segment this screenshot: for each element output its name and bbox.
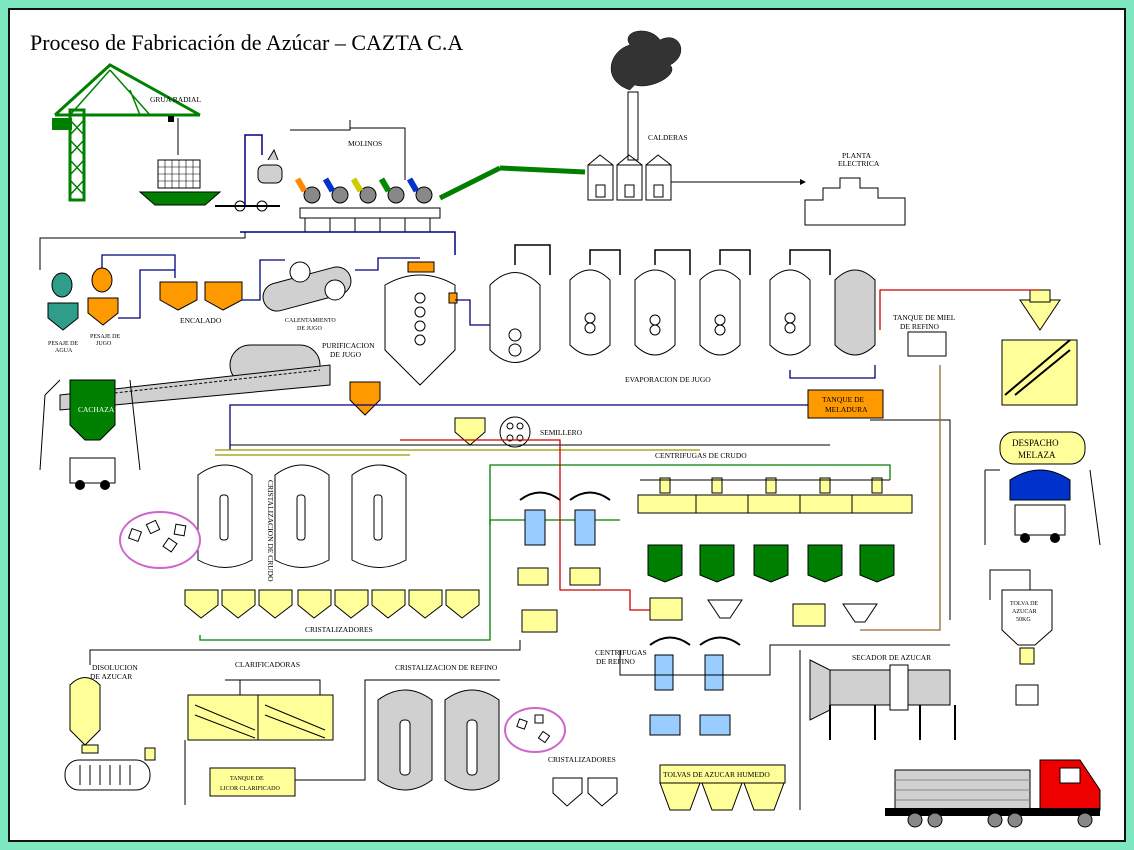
label-tanques-licor1: TANQUE DE <box>230 776 264 782</box>
label-despacho2: MELAZA <box>1018 450 1056 460</box>
label-cristalizacion-crudo: CRISTALIZACION DE CRUDO <box>266 480 275 582</box>
crude-crystallizers: CRISTALIZADORES <box>185 590 479 634</box>
syrup-tank: TANQUE DE MELADURA <box>808 390 883 418</box>
crude-centrifuges: CENTRIFUGAS DE CRUDO <box>638 451 912 626</box>
mills: MOLINOS <box>258 139 440 232</box>
juice-weighing: PESAJE DE JUGO <box>88 268 121 347</box>
juice-heaters: CALENTAMIENTO DE JUGO <box>260 262 354 332</box>
power-plant: PLANTA ELECTRICA <box>805 151 905 225</box>
sugar-dryer: SECADOR DE AZUCAR <box>810 653 955 740</box>
refine-crystallizers: CRISTALIZADORES <box>548 755 617 806</box>
boilers: CALDERAS <box>588 31 688 200</box>
liming-tanks: ENCALADO <box>160 282 242 325</box>
label-cristalizadores-refino: CRISTALIZADORES <box>548 755 616 764</box>
label-calentamiento1: CALENTAMIENTO <box>285 318 336 324</box>
crude-crystallization: CRISTALIZACION DE CRUDO <box>120 465 406 582</box>
evaporators: EVAPORACION DE JUGO <box>490 245 875 384</box>
label-purificacion1: PURIFICACION <box>322 341 375 350</box>
label-meladura1: TANQUE DE <box>822 395 865 404</box>
label-calderas: CALDERAS <box>648 133 688 142</box>
label-secador: SECADOR DE AZUCAR <box>852 653 931 662</box>
label-molinos: MOLINOS <box>348 139 382 148</box>
label-evaporacion: EVAPORACION DE JUGO <box>625 375 711 384</box>
refine-crystallization: CRISTALIZACION DE REFINO <box>378 663 565 790</box>
label-pesaje-jugo2: JUGO <box>96 341 112 347</box>
molasses-dispatch: DESPACHO MELAZA <box>985 290 1100 545</box>
label-encalado: ENCALADO <box>180 316 222 325</box>
crude-centrifuges-small <box>518 493 610 633</box>
label-grua: GRUA RADIAL <box>150 95 201 104</box>
label-disolucion2: DE AZUCAR <box>90 672 132 681</box>
radial-crane: GRUA RADIAL <box>52 65 220 205</box>
label-cachaza: CACHAZA <box>78 405 115 414</box>
label-pesaje-agua1: PESAJE DE <box>48 341 79 347</box>
label-planta2: ELECTRICA <box>838 159 880 168</box>
label-cristalizadores: CRISTALIZADORES <box>305 625 373 634</box>
label-centrifugas-refino2: DE REFINO <box>596 657 636 666</box>
wet-sugar-hoppers: TOLVAS DE AZUCAR HUMEDO <box>660 765 785 810</box>
label-tolvas-humedo: TOLVAS DE AZUCAR HUMEDO <box>663 770 770 779</box>
sugar-dissolution: DISOLUCION DE AZUCAR <box>65 663 155 790</box>
sugar-hopper-50kg: TOLVA DE AZUCAR 50KG <box>1002 590 1052 705</box>
label-tanque-miel2: DE REFINO <box>900 322 940 331</box>
label-centrifugas-refino1: CENTRIFUGAS <box>595 648 647 657</box>
label-purificacion2: DE JUGO <box>330 350 362 359</box>
label-clarificadoras: CLARIFICADORAS <box>235 660 300 669</box>
seed-tank: SEMILLERO <box>455 417 583 447</box>
label-pesaje-jugo1: PESAJE DE <box>90 334 121 340</box>
label-tanques-licor2: LICOR CLARIFICADO <box>220 786 281 792</box>
label-tanque-miel1: TANQUE DE MIEL <box>893 313 956 322</box>
label-tolva2: AZUCAR <box>1012 609 1037 615</box>
label-tolva3: 50KG <box>1016 617 1031 623</box>
label-calentamiento2: DE JUGO <box>297 326 322 332</box>
label-pesaje-agua2: AGUA <box>55 348 73 354</box>
label-meladura2: MELADURA <box>825 405 868 414</box>
refine-molasses-tank: TANQUE DE MIEL DE REFINO <box>893 313 956 356</box>
sugar-truck <box>885 760 1100 827</box>
refine-centrifuges: CENTRIFUGAS DE REFINO <box>595 638 740 736</box>
label-semillero: SEMILLERO <box>540 428 583 437</box>
label-centrifugas-crudo: CENTRIFUGAS DE CRUDO <box>655 451 747 460</box>
label-disolucion1: DISOLUCION <box>92 663 138 672</box>
label-cristalizacion-refino: CRISTALIZACION DE REFINO <box>395 663 498 672</box>
label-tolva1: TOLVA DE <box>1010 601 1038 607</box>
label-despacho1: DESPACHO <box>1012 438 1059 448</box>
water-weighing: PESAJE DE AGUA <box>48 273 79 354</box>
